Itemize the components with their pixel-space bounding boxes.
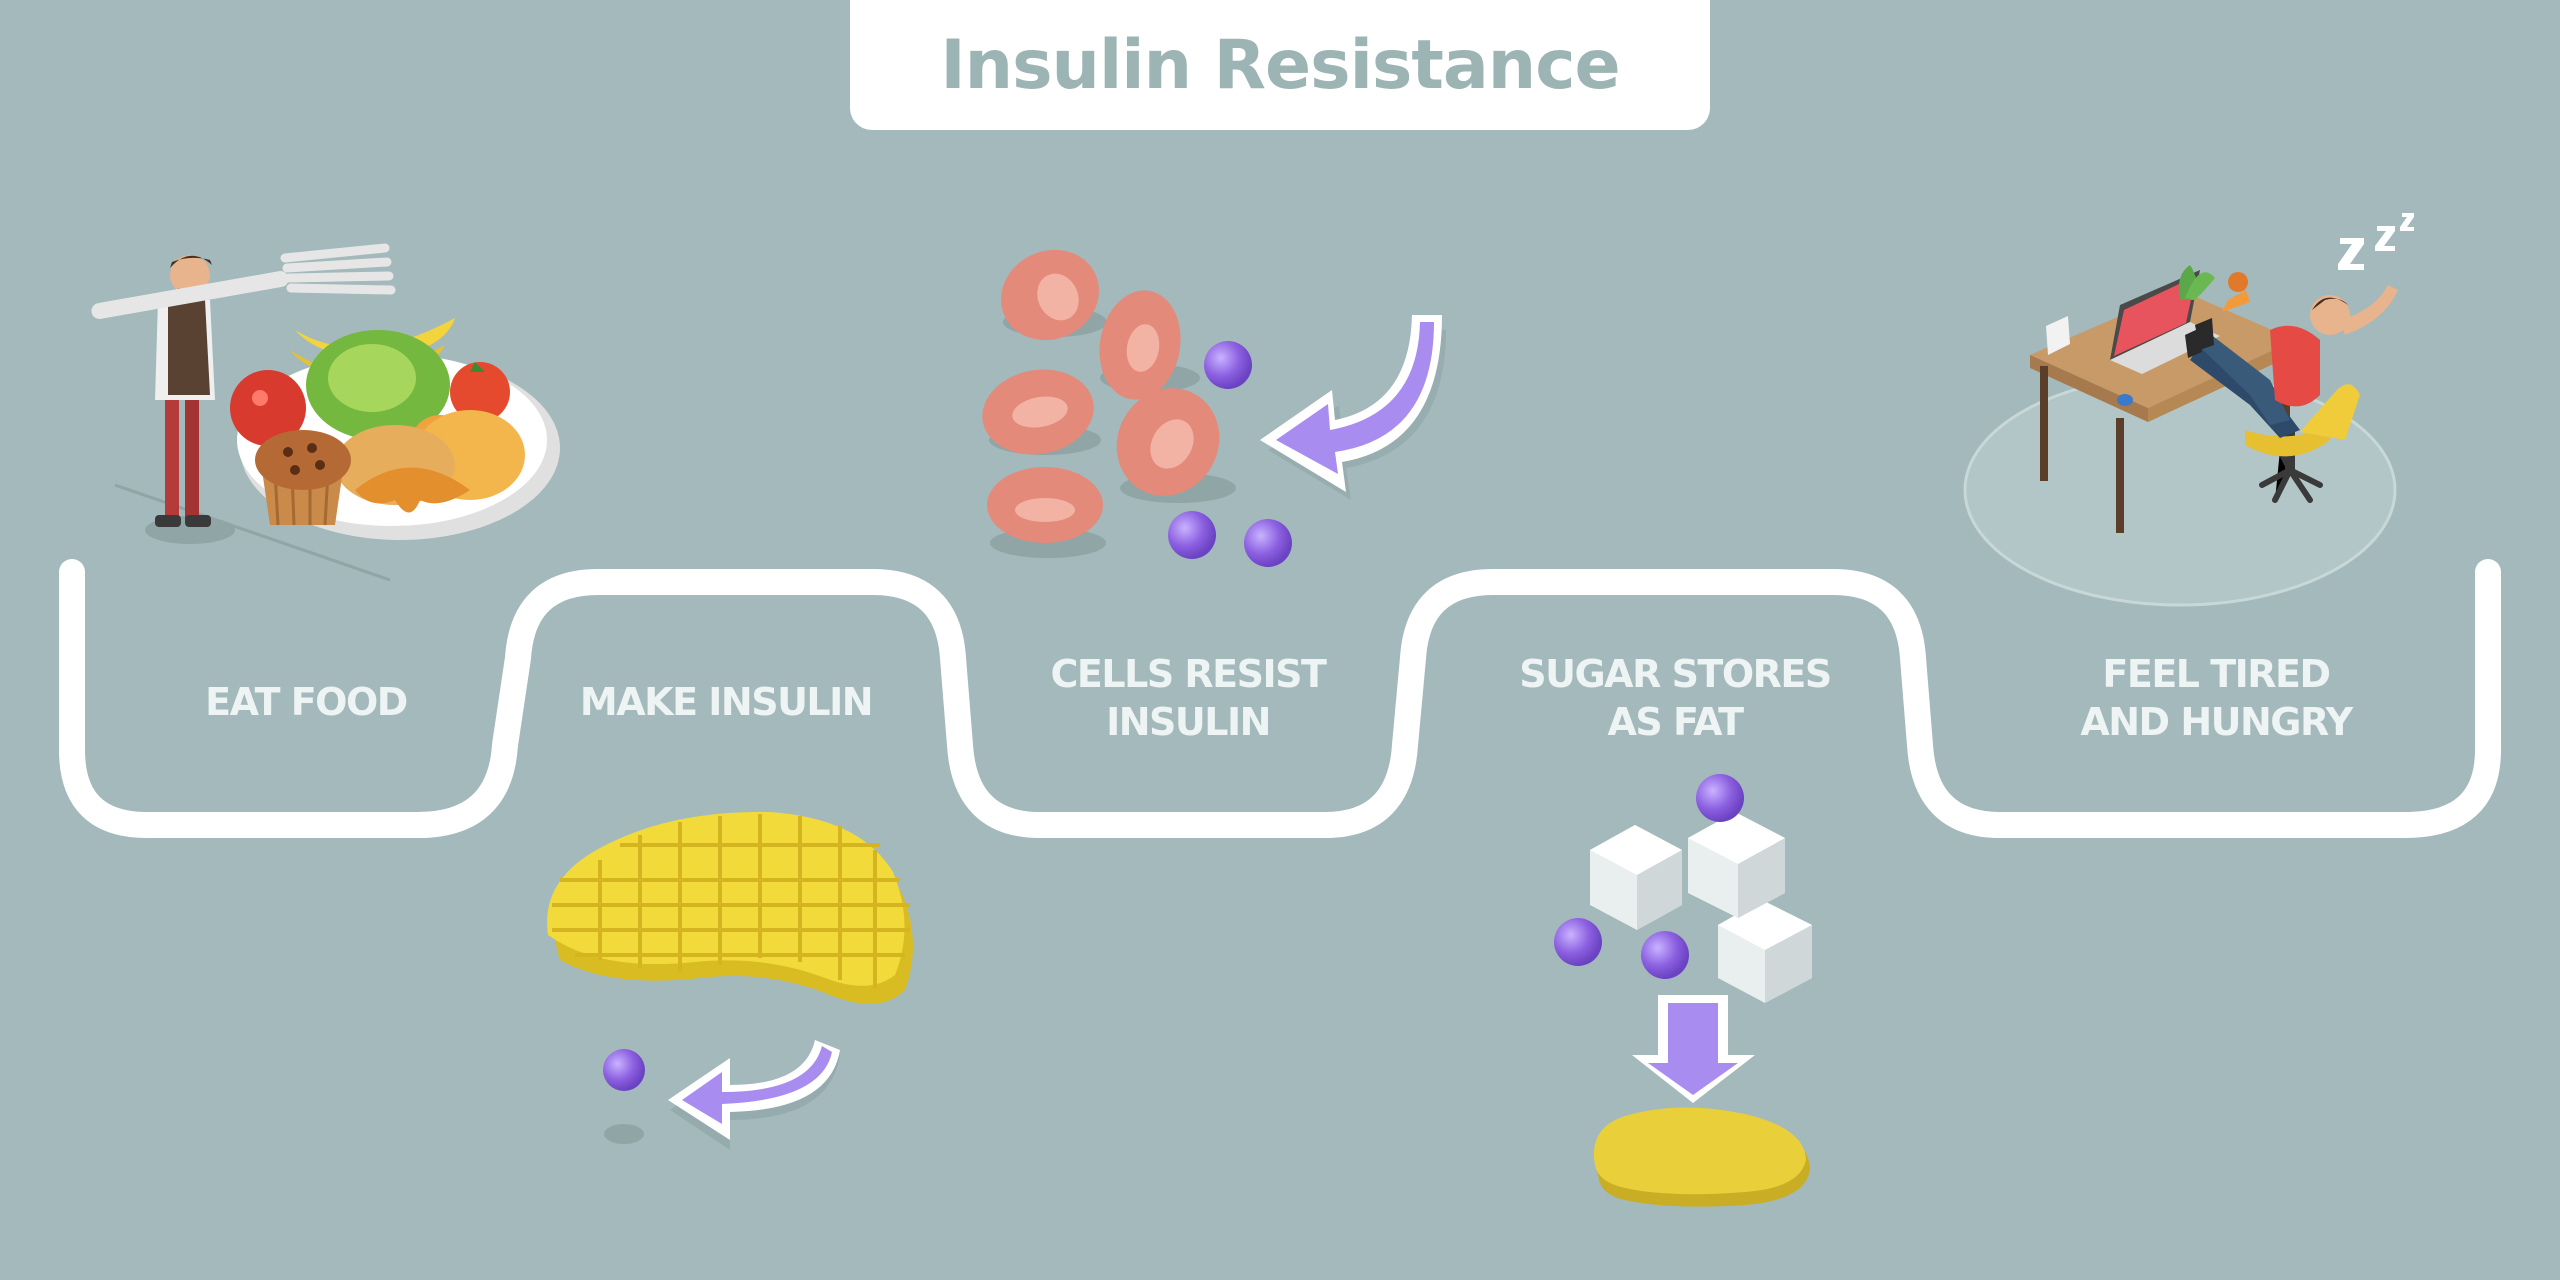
step-5-label-line1: FEEL TIRED	[2102, 652, 2331, 696]
process-path	[59, 559, 2501, 838]
pancreas-icon	[547, 811, 913, 1004]
step-3-label-line2: INSULIN	[1106, 700, 1271, 744]
insulin-sphere	[603, 1049, 645, 1144]
insulin-sphere	[1696, 774, 1744, 822]
step-label-sugar-stores-as-fat: SUGAR STORES AS FAT	[1495, 650, 1855, 746]
person-with-fork-icon	[91, 243, 396, 582]
step-5-label-line2: AND HUNGRY	[2080, 700, 2353, 744]
insulin-sphere	[1168, 511, 1216, 559]
page-title: Insulin Resistance	[940, 25, 1620, 105]
step-label-feel-tired-and-hungry: FEEL TIRED AND HUNGRY	[2036, 650, 2396, 746]
fat-blob-icon	[1593, 1107, 1810, 1207]
cells-icon	[982, 249, 1236, 558]
curved-arrow-icon	[1260, 315, 1446, 500]
curved-arrow-icon	[668, 1040, 840, 1150]
insulin-sphere	[1204, 341, 1252, 389]
food-plate-icon	[230, 318, 560, 540]
step-label-eat-food: EAT FOOD	[126, 678, 486, 726]
step-3-label-line1: CELLS RESIST	[1050, 652, 1327, 696]
step-4-label-line1: SUGAR STORES	[1519, 652, 1832, 696]
down-arrow-icon	[1632, 995, 1755, 1103]
step-1-label-line1: EAT FOOD	[205, 680, 408, 724]
insulin-sphere	[1554, 918, 1602, 966]
sleep-zzz-icon	[2338, 213, 2414, 270]
sugar-cubes-icon	[1590, 812, 1812, 1003]
step-label-cells-resist-insulin: CELLS RESIST INSULIN	[1008, 650, 1368, 746]
insulin-sphere	[1244, 519, 1292, 567]
insulin-sphere	[1641, 931, 1689, 979]
title-box: Insulin Resistance	[850, 0, 1710, 130]
step-label-make-insulin: MAKE INSULIN	[546, 678, 906, 726]
step-2-label-line1: MAKE INSULIN	[579, 680, 874, 724]
step-4-label-line2: AS FAT	[1607, 700, 1744, 744]
person-at-desk-icon	[1963, 265, 2398, 607]
